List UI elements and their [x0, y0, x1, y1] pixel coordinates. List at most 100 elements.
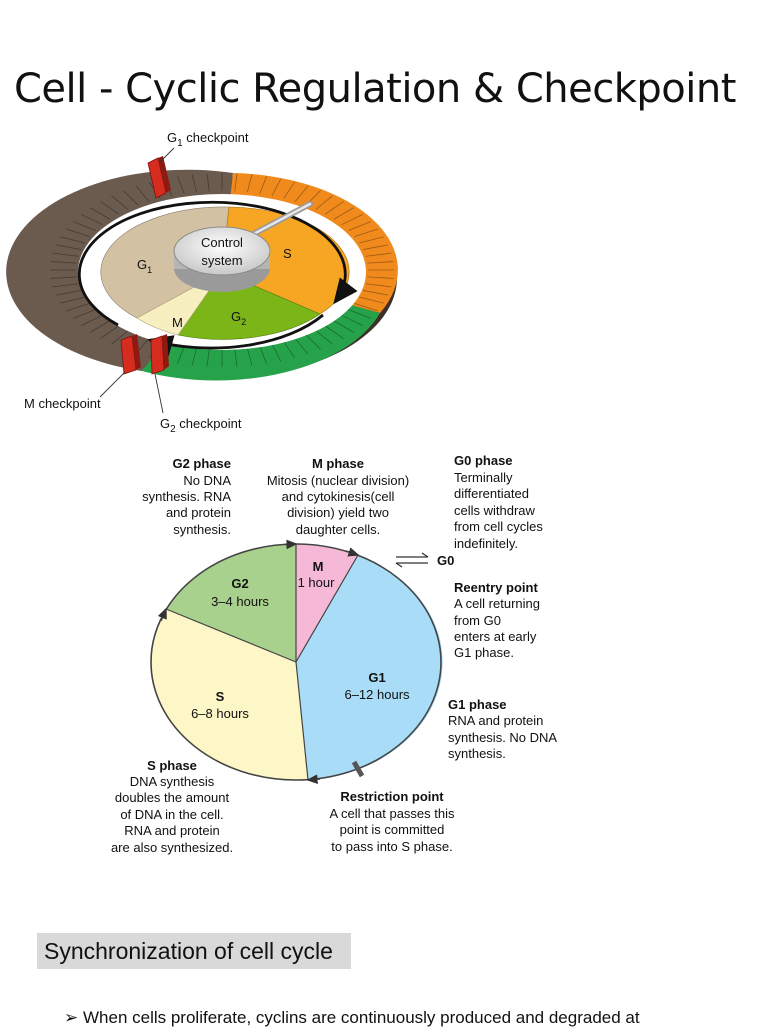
ring-tick — [206, 348, 210, 367]
svg-text:to pass into S phase.: to pass into S phase. — [331, 839, 452, 854]
section-heading: Synchronization of cell cycle — [37, 933, 351, 969]
ring-tick — [271, 178, 282, 196]
ring-tick — [341, 214, 364, 226]
svg-text:Mitosis (nuclear division): Mitosis (nuclear division) — [267, 473, 409, 488]
ring-tick — [305, 334, 321, 350]
restriction-point-marker — [351, 760, 365, 778]
svg-text:are also synthesized.: are also synthesized. — [111, 840, 233, 855]
g0-exchange-arrows — [395, 552, 429, 568]
svg-text:daughter cells.: daughter cells. — [296, 522, 381, 537]
svg-text:doubles the amount: doubles the amount — [115, 790, 230, 805]
ring-tick — [259, 346, 267, 364]
svg-text:G1 phase: G1 phase — [448, 697, 507, 712]
ring-tick — [283, 341, 296, 359]
control-system-line-2: system — [201, 253, 242, 268]
svg-text:G0 phase: G0 phase — [454, 453, 513, 468]
m-checkpoint-gate — [120, 334, 141, 375]
svg-text:Terminally: Terminally — [454, 470, 513, 485]
ring-tick — [50, 261, 77, 264]
ring-tick — [206, 173, 210, 192]
ring-tick — [362, 290, 389, 296]
ring-tick — [135, 185, 150, 202]
bullet-item: ➢ When cells proliferate, cyclins are co… — [64, 1008, 640, 1028]
svg-text:G1 phase.: G1 phase. — [454, 645, 514, 660]
svg-text:synthesis. No DNA: synthesis. No DNA — [448, 730, 557, 745]
control-system-line-1: Control — [201, 235, 243, 250]
g0-label: G0 — [437, 553, 454, 568]
ring-tick — [55, 290, 82, 296]
ring-tick — [72, 309, 96, 319]
svg-text:No DNA: No DNA — [183, 473, 231, 488]
annotation-g2-phase: G2 phase No DNA synthesis. RNA and prote… — [142, 456, 231, 537]
svg-text:synthesis.: synthesis. — [173, 522, 231, 537]
ring-tick — [100, 325, 119, 339]
pie-label-m: M — [313, 559, 324, 574]
svg-text:A cell that passes this: A cell that passes this — [329, 806, 455, 821]
ring-tick — [315, 195, 333, 210]
ring-tick — [234, 173, 238, 192]
annotation-s-phase: S phase DNA synthesis doubles the amount… — [111, 758, 233, 855]
svg-text:Restriction point: Restriction point — [340, 789, 444, 804]
wheel-label-g1: G1 — [137, 257, 152, 275]
svg-text:cells withdraw: cells withdraw — [454, 503, 536, 518]
wheel-label-s: S — [283, 246, 292, 261]
pie-segment-g1 — [296, 555, 443, 780]
ring-tick — [333, 207, 354, 220]
ring-tick — [60, 296, 85, 304]
g1-checkpoint-gate — [147, 156, 171, 199]
ring-tick — [348, 309, 372, 319]
pie-duration-m: 1 hour — [298, 575, 336, 590]
pie-label-g2: G2 — [231, 576, 248, 591]
pie-segment-g2 — [166, 543, 296, 662]
control-hub — [173, 226, 271, 276]
ring-tick — [90, 207, 111, 220]
ring-tick — [365, 252, 392, 257]
svg-text:A cell returning: A cell returning — [454, 596, 540, 611]
ring-tick — [341, 314, 364, 326]
svg-text:S phase: S phase — [147, 758, 197, 773]
ring-tick — [111, 330, 129, 345]
ring-tick — [354, 228, 379, 237]
svg-text:point is committed: point is committed — [340, 822, 445, 837]
pie-segment-m — [296, 543, 358, 662]
arrow-bullet-icon: ➢ — [64, 1008, 79, 1027]
svg-text:synthesis.: synthesis. — [448, 746, 506, 761]
svg-text:G2 phase: G2 phase — [172, 456, 231, 471]
cell-cycle-wheel: Control system G1 S G2 M G1 checkpoint M… — [6, 130, 398, 435]
ring-tick — [52, 252, 79, 257]
slide-title: Cell - Cyclic Regulation & Checkpoint — [14, 66, 736, 112]
ring-tick — [367, 276, 394, 279]
ring-tick — [50, 276, 77, 279]
cycle-arrow-tail — [147, 313, 324, 357]
ring-tick — [65, 303, 90, 312]
ring-tick — [294, 338, 309, 355]
cycle-arrow — [77, 200, 358, 327]
pie-label-g1: G1 — [368, 670, 385, 685]
pie-segment-s — [150, 609, 308, 781]
ring-tick — [367, 261, 394, 264]
svg-text:from cell cycles: from cell cycles — [454, 519, 543, 534]
ring-tick — [191, 347, 198, 366]
svg-text:and cytokinesis(cell: and cytokinesis(cell — [282, 489, 395, 504]
pie-label-s: S — [216, 689, 225, 704]
annotation-g0-phase: G0 phase Terminally differentiated cells… — [454, 453, 543, 551]
ring-tick — [90, 320, 111, 333]
ring-tick — [359, 296, 384, 304]
svg-text:synthesis. RNA: synthesis. RNA — [142, 489, 231, 504]
annotation-m-phase: M phase Mitosis (nuclear division) and c… — [267, 456, 409, 537]
ring-tick — [365, 283, 392, 288]
ring-tick — [246, 174, 253, 193]
ring-tick — [111, 195, 129, 210]
ring-tick — [325, 325, 344, 339]
wheel-label-g2: G2 — [231, 309, 246, 327]
pie-duration-s: 6–8 hours — [191, 706, 249, 721]
ring-tick — [177, 176, 185, 194]
svg-text:and protein: and protein — [166, 505, 231, 520]
ring-tick — [234, 348, 238, 367]
ring-tick — [315, 330, 333, 345]
ring-tick — [325, 201, 344, 215]
ring-tick — [72, 221, 96, 231]
ring-tick — [80, 214, 103, 226]
svg-text:RNA and protein: RNA and protein — [448, 713, 543, 728]
